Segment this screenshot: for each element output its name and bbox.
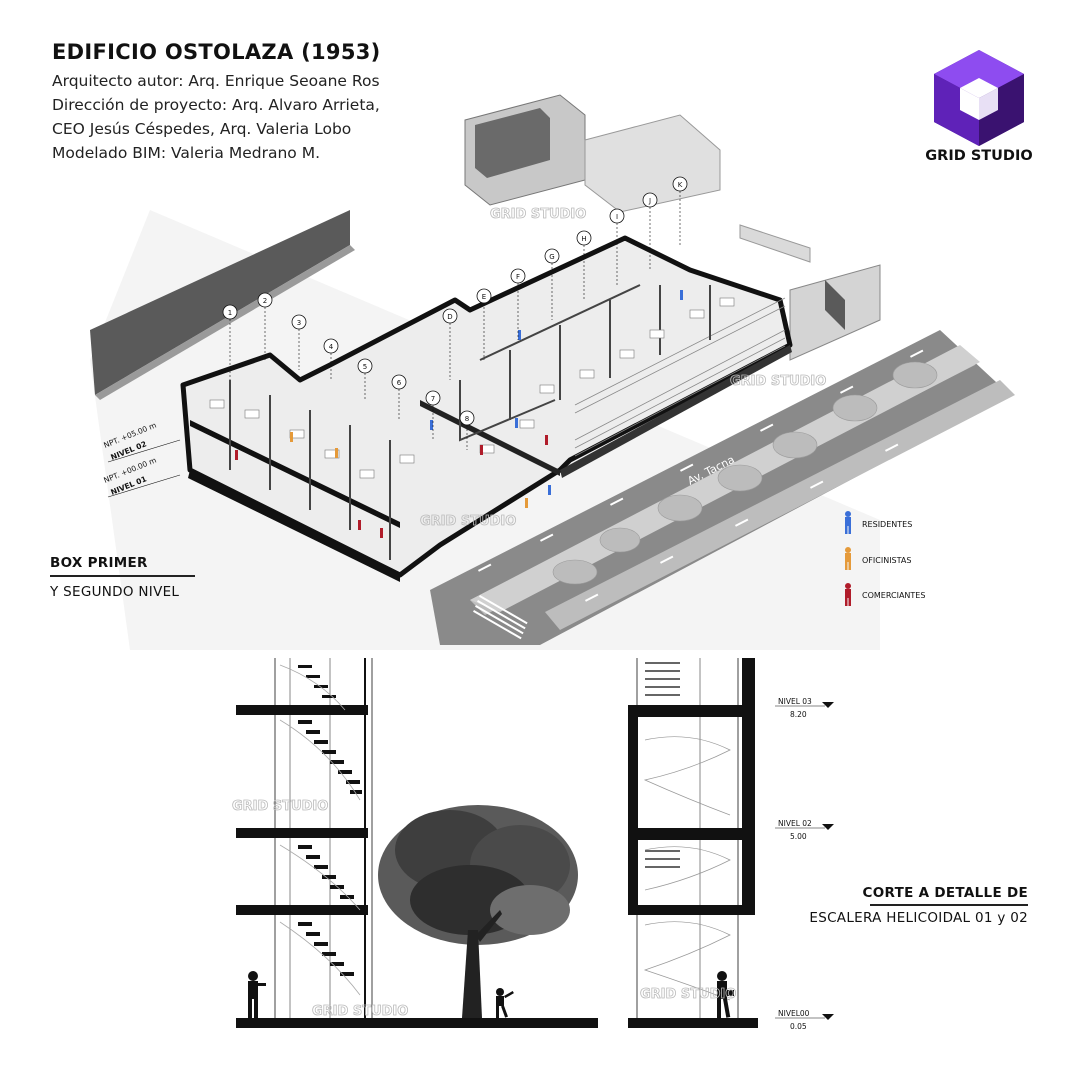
stair-section-drawing: GRID STUDIO GRID STUDIO GRID STUDIO NIVE…: [232, 658, 834, 1031]
credit-line: Dirección de proyecto: Arq. Alvaro Arrie…: [52, 96, 380, 114]
grid-label: 5: [363, 363, 367, 371]
legend-label-oficinistas: OFICINISTAS: [862, 556, 912, 565]
level-name: NIVEL00: [778, 1009, 810, 1018]
watermark: GRID STUDIO: [232, 799, 328, 814]
ground-slab: [236, 1018, 598, 1028]
slab: [236, 905, 368, 915]
watermark: GRID STUDIO: [312, 1004, 408, 1019]
child-silhouette: [496, 988, 514, 1018]
person-silhouette: [717, 971, 734, 1018]
slab: [236, 828, 368, 838]
section-subtitle-box: Y SEGUNDO NIVEL: [50, 584, 180, 600]
legend-label-comerciantes: COMERCIANTES: [862, 591, 926, 600]
grid-axes: [222, 176, 688, 426]
grid-label: 8: [465, 415, 469, 423]
level-name: NIVEL 03: [778, 697, 812, 706]
facade-louvres: [574, 297, 786, 457]
grid-label: I: [616, 213, 618, 221]
level-value: 0.05: [790, 1022, 807, 1031]
divider: [50, 575, 195, 577]
grid-labels: 1 2 3 4 5 6 7 8 D E F G H I J K: [228, 181, 683, 423]
street-trees: [552, 361, 938, 585]
grid-label: G: [549, 253, 554, 261]
level-name: NIVEL 02: [778, 819, 812, 828]
furniture: [209, 297, 735, 479]
column: [742, 658, 755, 713]
credit-line: Arquitecto autor: Arq. Enrique Seoane Ro…: [52, 72, 380, 90]
credit-line: CEO Jesús Céspedes, Arq. Valeria Lobo: [52, 120, 352, 138]
section-subtitle-stair: ESCALERA HELICOIDAL 01 y 02: [809, 910, 1028, 926]
grid-lines: [229, 191, 681, 450]
wall: [628, 715, 638, 835]
section-title-box: BOX PRIMER: [50, 555, 148, 571]
legend-icons: [845, 511, 851, 606]
watermark: GRID STUDIO: [420, 514, 516, 529]
grid-label: 3: [297, 319, 301, 327]
legend-label-residentes: RESIDENTES: [862, 520, 913, 529]
column: [742, 838, 755, 908]
grid-label: 6: [397, 379, 402, 387]
stair-rails-left: [279, 664, 361, 996]
credit-line: Modelado BIM: Valeria Medrano M.: [52, 144, 321, 162]
grid-label: H: [581, 235, 586, 243]
page-title: EDIFICIO OSTOLAZA (1953): [52, 40, 381, 64]
grid-label: 2: [263, 297, 267, 305]
column: [742, 715, 755, 835]
stair-steps-right: [645, 662, 680, 868]
person-silhouette: [248, 971, 266, 1018]
brand-name: GRID STUDIO: [925, 148, 1033, 164]
stair-helix-right: [643, 736, 731, 1001]
interior-walls: [229, 284, 711, 560]
person-icon-residente: [845, 511, 851, 534]
grid-studio-logo-icon: [934, 50, 1024, 146]
grid-label: 1: [228, 309, 232, 317]
watermark: GRID STUDIO: [490, 207, 586, 222]
ground-slab: [628, 1018, 758, 1028]
slab: [628, 705, 755, 717]
level-value: 8.20: [790, 710, 807, 719]
crosswalk: [473, 595, 528, 640]
watermark: GRID STUDIO: [640, 987, 736, 1002]
grid-label: K: [678, 181, 683, 189]
level-value: 5.00: [790, 832, 807, 841]
section-title-stair: CORTE A DETALLE DE: [862, 885, 1028, 901]
slab: [236, 705, 368, 715]
grid-label: D: [447, 313, 452, 321]
tree-icon: [378, 805, 578, 1018]
person-icon-comerciante: [845, 583, 851, 606]
level-markers: NIVEL 03 8.20 NIVEL 02 5.00 NIVEL00 0.05: [775, 697, 834, 1031]
wall: [628, 838, 638, 908]
divider: [870, 904, 1028, 906]
grid-label: J: [648, 197, 651, 205]
left-section: [274, 658, 373, 1020]
lane-arrows: [478, 349, 924, 602]
grid-label: 7: [431, 395, 435, 403]
slab: [628, 828, 755, 840]
grid-label: F: [516, 273, 520, 281]
model-people: [235, 290, 683, 538]
grid-label: 4: [329, 343, 334, 351]
slab: [628, 905, 755, 915]
axonometric-drawing: Av. Tacna: [90, 94, 1015, 650]
person-icon-oficinista: [845, 547, 851, 570]
watermark: GRID STUDIO: [730, 374, 826, 389]
grid-label: E: [482, 293, 486, 301]
